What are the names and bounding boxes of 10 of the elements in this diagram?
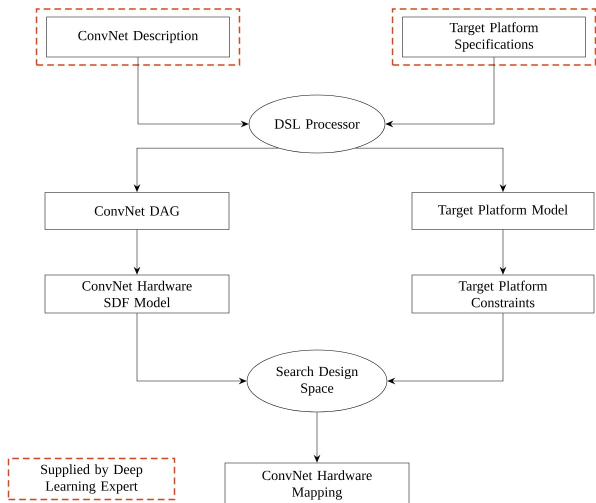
process-box: ConvNet Description [46,16,230,58]
process-box: ConvNet Hardware SDF Model [44,274,230,314]
legend-box: Supplied by Deep Learning Expert [8,458,176,500]
dashed-frame [36,8,240,66]
process-box: Target Platform Constraints [412,274,594,314]
process-box: ConvNet DAG [44,192,230,230]
process-box: Target Platform Model [412,192,594,230]
process-box: Target Platform Specifications [402,16,586,58]
dashed-frame [392,8,596,66]
process-box: ConvNet Hardware Mapping [224,462,410,503]
